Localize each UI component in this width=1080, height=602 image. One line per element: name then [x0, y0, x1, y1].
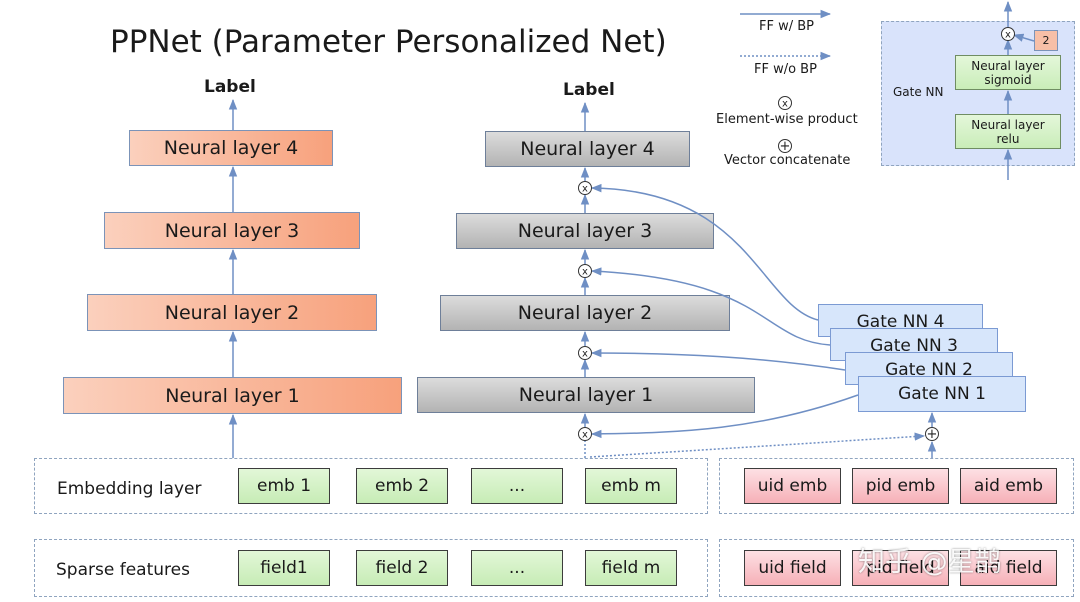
mid-neural-layer-1: Neural layer 1 [417, 377, 755, 413]
left-tower-label: Label [204, 77, 256, 97]
inset-product-symbol: x [1005, 30, 1011, 41]
concat-node [925, 427, 939, 441]
product-node-3 [578, 181, 592, 195]
product-symbol-0: x [582, 430, 588, 441]
uid-field: uid field [744, 550, 841, 586]
field-m: field m [585, 550, 677, 586]
relu-layer-line1: Neural layer [971, 117, 1045, 132]
sigmoid-layer-line2: sigmoid [984, 72, 1032, 87]
personal-sparse-container [719, 539, 1074, 597]
concat-symbol: + [927, 427, 938, 442]
product-node-2 [578, 264, 592, 278]
left-neural-layer-3: Neural layer 3 [104, 212, 360, 249]
inset-product-node [1001, 27, 1015, 41]
uid-emb: uid emb [744, 468, 841, 504]
emb-m: emb m [585, 468, 677, 504]
emb-1: emb 1 [238, 468, 330, 504]
personal-embedding-container [719, 458, 1074, 514]
sigmoid-layer: Neural layer sigmoid [955, 55, 1061, 90]
gate2-to-x1 [590, 348, 846, 371]
relu-layer: Neural layer relu [955, 114, 1061, 149]
inset-arrow-scale [1012, 33, 1035, 42]
product-node-1 [578, 346, 592, 360]
relu-layer-line2: relu [996, 131, 1020, 146]
legend-product-symbol: x [782, 99, 788, 110]
emb-2: emb 2 [356, 468, 448, 504]
gate4-to-x3 [590, 183, 819, 321]
emb-to-concat-dotted [589, 432, 926, 458]
product-symbol-3: x [582, 184, 588, 195]
legend-product-label: Element-wise product [716, 112, 858, 127]
legend-concat-symbol: + [780, 139, 791, 154]
scale-factor-box: 2 [1034, 30, 1058, 51]
sparse-row-label: Sparse features [56, 560, 190, 580]
mid-neural-layer-3: Neural layer 3 [456, 213, 714, 249]
mid-tower-label: Label [563, 80, 615, 100]
left-neural-layer-2: Neural layer 2 [87, 294, 377, 331]
legend-ff-bp-label: FF w/ BP [759, 19, 814, 34]
sparse-row-container [34, 539, 708, 597]
sigmoid-layer-line1: Neural layer [971, 58, 1045, 73]
diagram-title: PPNet (Parameter Personalized Net) [110, 24, 667, 60]
left-neural-layer-4: Neural layer 4 [129, 130, 333, 166]
field-1: field1 [238, 550, 330, 586]
aid-field: aid field [960, 550, 1057, 586]
field-2: field 2 [356, 550, 448, 586]
product-symbol-1: x [582, 349, 588, 360]
legend-ff-nobp-label: FF w/o BP [754, 62, 817, 77]
pid-emb: pid emb [852, 468, 949, 504]
product-node-0 [578, 427, 592, 441]
gate1-to-x0 [590, 394, 859, 439]
gate-nn-1: Gate NN 1 [858, 376, 1026, 412]
legend-product-node [778, 96, 792, 110]
mid-neural-layer-2: Neural layer 2 [440, 295, 730, 331]
field-ellipsis: ... [471, 550, 563, 586]
pid-field: pid field [852, 550, 949, 586]
embedding-row-container [34, 458, 708, 514]
aid-emb: aid emb [960, 468, 1057, 504]
emb-ellipsis: ... [471, 468, 563, 504]
embedding-row-label: Embedding layer [57, 479, 202, 499]
legend-concat-node [778, 139, 792, 153]
gate-nn-inset-title: Gate NN [893, 85, 944, 99]
mid-neural-layer-4: Neural layer 4 [485, 131, 690, 167]
left-neural-layer-1: Neural layer 1 [63, 377, 402, 414]
watermark: 知乎 @星鹊 [858, 547, 1002, 578]
gate3-to-x2 [590, 267, 831, 346]
product-symbol-2: x [582, 267, 588, 278]
legend-concat-label: Vector concatenate [724, 153, 851, 168]
